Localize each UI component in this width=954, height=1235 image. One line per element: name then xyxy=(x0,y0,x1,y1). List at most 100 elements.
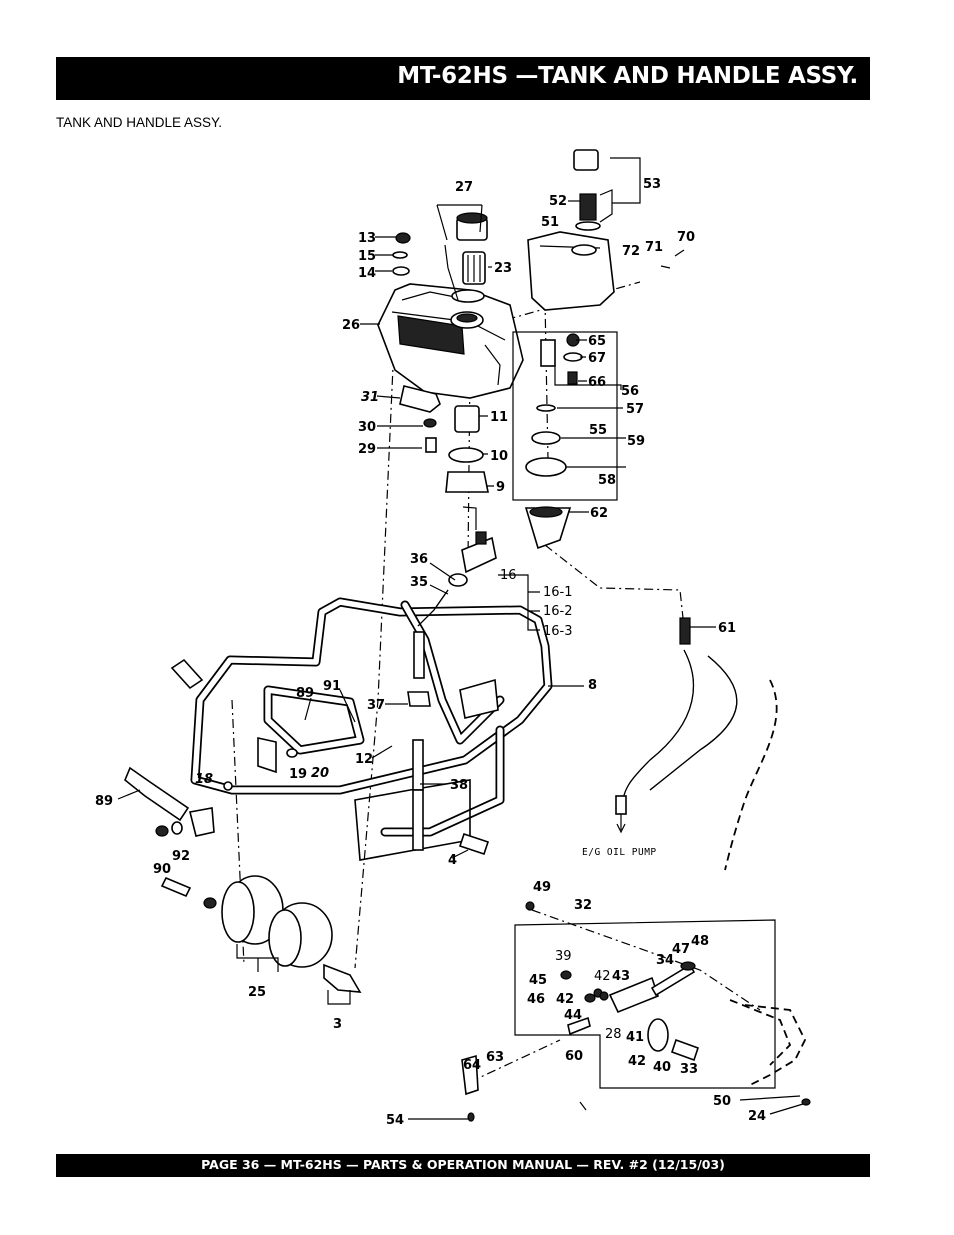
callout-27: 27 xyxy=(455,180,473,195)
callout-30: 30 xyxy=(358,420,376,435)
fuel-tank xyxy=(377,283,524,399)
callout-9: 9 xyxy=(496,480,505,495)
callout-16-2: 16-2 xyxy=(543,604,573,619)
callout-58: 58 xyxy=(598,473,616,488)
page-footer: PAGE 36 — MT-62HS — PARTS & OPERATION MA… xyxy=(56,1154,870,1177)
fuel-filter-parts xyxy=(399,385,489,493)
bolts-and-brackets xyxy=(124,658,490,909)
oil-fitting-parts xyxy=(512,331,618,550)
handle-frame xyxy=(190,597,553,861)
callout-38: 38 xyxy=(450,778,468,793)
callout-44: 44 xyxy=(564,1008,582,1023)
callout-49: 49 xyxy=(533,880,551,895)
callout-42-c: 42 xyxy=(628,1054,646,1069)
callout-66: 66 xyxy=(588,375,606,390)
oil-hose xyxy=(615,617,778,871)
callout-63: 63 xyxy=(486,1050,504,1065)
callout-25: 25 xyxy=(248,985,266,1000)
callout-3: 3 xyxy=(333,1017,342,1032)
oil-bottle xyxy=(527,149,615,311)
callout-55: 55 xyxy=(589,423,607,438)
callout-51: 51 xyxy=(541,215,559,230)
callout-47: 47 xyxy=(672,942,690,957)
callout-89-upper: 89 xyxy=(296,686,314,701)
callout-61: 61 xyxy=(718,621,736,636)
assembly-line-frame xyxy=(231,699,245,966)
callout-12: 12 xyxy=(355,752,373,767)
rubber-cushions xyxy=(221,875,362,993)
callout-16: 16 xyxy=(500,568,517,583)
callout-29: 29 xyxy=(358,442,376,457)
callout-13: 13 xyxy=(358,231,376,246)
callout-19: 19 xyxy=(289,767,307,782)
callout-24: 24 xyxy=(748,1109,766,1124)
callout-70: 70 xyxy=(677,230,695,245)
callout-15: 15 xyxy=(358,249,376,264)
callout-8: 8 xyxy=(588,678,597,693)
callout-60: 60 xyxy=(565,1049,583,1064)
callout-54: 54 xyxy=(386,1113,404,1128)
throttle-lever-assy xyxy=(461,901,811,1122)
callout-37: 37 xyxy=(367,698,385,713)
fuel-hose xyxy=(407,589,449,851)
callout-62: 62 xyxy=(590,506,608,521)
callout-45: 45 xyxy=(529,973,547,988)
callout-39: 39 xyxy=(555,949,572,964)
callout-32: 32 xyxy=(574,898,592,913)
callout-31: 31 xyxy=(361,390,379,405)
callout-67: 67 xyxy=(588,351,606,366)
callout-92: 92 xyxy=(172,849,190,864)
callout-20: 20 xyxy=(311,766,329,781)
callout-43: 43 xyxy=(612,969,630,984)
callout-71: 71 xyxy=(645,240,663,255)
callout-10: 10 xyxy=(490,449,508,464)
callout-91: 91 xyxy=(323,679,341,694)
callout-48: 48 xyxy=(691,934,709,949)
assembly-line-61 xyxy=(544,544,684,619)
callout-89-lower: 89 xyxy=(95,794,113,809)
callout-18: 18 xyxy=(195,772,213,787)
callout-50: 50 xyxy=(713,1094,731,1109)
callout-4: 4 xyxy=(448,853,457,868)
callout-35: 35 xyxy=(410,575,428,590)
footer-text: PAGE 36 — MT-62HS — PARTS & OPERATION MA… xyxy=(201,1157,725,1172)
callout-11: 11 xyxy=(490,410,508,425)
page-header: MT-62HS —TANK AND HANDLE ASSY. xyxy=(56,57,870,100)
callout-65: 65 xyxy=(588,334,606,349)
callout-53: 53 xyxy=(643,177,661,192)
callout-52: 52 xyxy=(549,194,567,209)
oil-pump-label: E/G OIL PUMP xyxy=(582,847,657,858)
callout-64: 64 xyxy=(463,1058,481,1073)
assembly-line-63 xyxy=(469,1039,561,1083)
assembly-line-bottom xyxy=(531,909,761,1011)
callout-labels: 53 52 51 27 13 15 14 23 72 71 70 26 65 6… xyxy=(95,177,766,1128)
fuel-cock xyxy=(448,506,497,587)
callout-33: 33 xyxy=(680,1062,698,1077)
callout-34: 34 xyxy=(656,953,674,968)
callout-57: 57 xyxy=(626,402,644,417)
nut-washer-stack xyxy=(392,232,411,276)
leader-lines xyxy=(117,157,804,1120)
callout-14: 14 xyxy=(358,266,376,281)
callout-16-1: 16-1 xyxy=(543,585,573,600)
callout-40: 40 xyxy=(653,1060,671,1075)
section-subtitle: TANK AND HANDLE ASSY. xyxy=(56,115,223,130)
callout-56: 56 xyxy=(621,384,639,399)
callout-42-a: 42 xyxy=(594,969,611,984)
callout-72: 72 xyxy=(622,244,640,259)
callout-42-b: 42 xyxy=(556,992,574,1007)
assembly-line-center xyxy=(467,369,471,561)
callout-41: 41 xyxy=(626,1030,644,1045)
page-title: MT-62HS —TANK AND HANDLE ASSY. xyxy=(397,63,858,89)
callout-59: 59 xyxy=(627,434,645,449)
callout-16-3: 16-3 xyxy=(543,624,573,639)
callout-28: 28 xyxy=(605,1027,622,1042)
assembly-line-left xyxy=(354,299,397,969)
callout-46: 46 xyxy=(527,992,545,1007)
callout-36: 36 xyxy=(410,552,428,567)
callout-23: 23 xyxy=(494,261,512,276)
filler-cap-assy xyxy=(444,212,488,303)
callout-26: 26 xyxy=(342,318,360,333)
callout-90: 90 xyxy=(153,862,171,877)
